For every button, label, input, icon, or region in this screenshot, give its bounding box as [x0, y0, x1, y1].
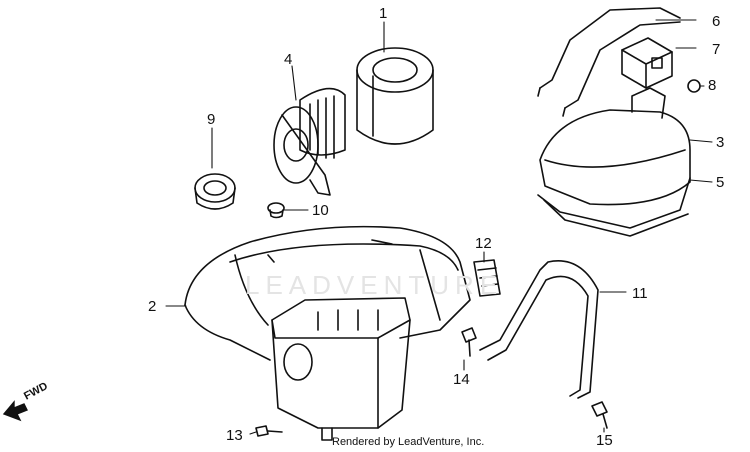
callout-15: 15	[596, 432, 613, 449]
bolt-10	[267, 202, 285, 219]
clamp-block	[621, 37, 673, 89]
wire-clip	[537, 7, 681, 117]
nut-8	[687, 79, 701, 93]
air-cleaner-case	[184, 225, 471, 441]
callout-4: 4	[284, 51, 293, 68]
callout-13: 13	[226, 427, 243, 444]
air-cleaner-cover	[539, 87, 691, 206]
callout-7: 7	[712, 41, 721, 58]
air-filter-element	[356, 47, 434, 145]
caution-label	[473, 259, 501, 297]
callout-9: 9	[207, 111, 216, 128]
cover-gasket	[537, 177, 691, 237]
bolt-14	[461, 327, 477, 357]
callout-6: 6	[712, 13, 721, 30]
render-credit: Rendered by LeadVenture, Inc.	[332, 436, 485, 448]
callout-8: 8	[708, 77, 717, 94]
callout-10: 10	[312, 202, 329, 219]
callout-12: 12	[475, 235, 492, 252]
watermark: LEADVENTURE	[245, 270, 504, 300]
bolt-13	[255, 425, 283, 437]
callout-5: 5	[716, 174, 725, 191]
callout-11: 11	[632, 285, 648, 302]
callout-3: 3	[716, 134, 725, 151]
support-strap	[479, 260, 599, 399]
callout-2: 2	[148, 298, 157, 315]
callout-14: 14	[453, 371, 470, 388]
filter-holder	[273, 87, 346, 196]
leader-lines	[165, 19, 713, 435]
rubber-grommet	[194, 173, 236, 210]
callout-1: 1	[379, 5, 388, 22]
forward-arrow-icon	[2, 400, 28, 422]
bolt-15	[591, 401, 608, 429]
